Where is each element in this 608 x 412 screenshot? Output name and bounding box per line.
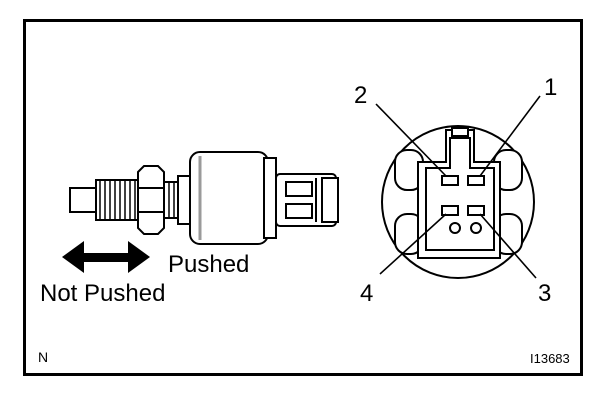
pushed-label: Pushed [168,251,250,278]
terminal-1 [467,175,485,186]
figure-id: I13683 [530,351,570,366]
pin-label-3: 3 [538,280,552,307]
corner-code: N [38,349,49,365]
switch-nut [137,165,165,235]
stop-light-switch [69,151,339,245]
movement-arrow [62,241,150,273]
terminal-4 [441,205,459,216]
terminal-2 [441,175,459,186]
switch-threaded-shaft [95,179,139,221]
terminal-3 [467,205,485,216]
not-pushed-label: Not Pushed [40,280,166,307]
connector-face [381,125,535,279]
switch-body [189,151,269,245]
pin-label-1: 1 [544,74,558,101]
switch-collar [177,175,191,225]
pin-label-2: 2 [354,82,368,109]
pin-leader-lines [375,95,541,279]
switch-plunger [69,187,97,213]
pin-label-4: 4 [360,280,374,307]
